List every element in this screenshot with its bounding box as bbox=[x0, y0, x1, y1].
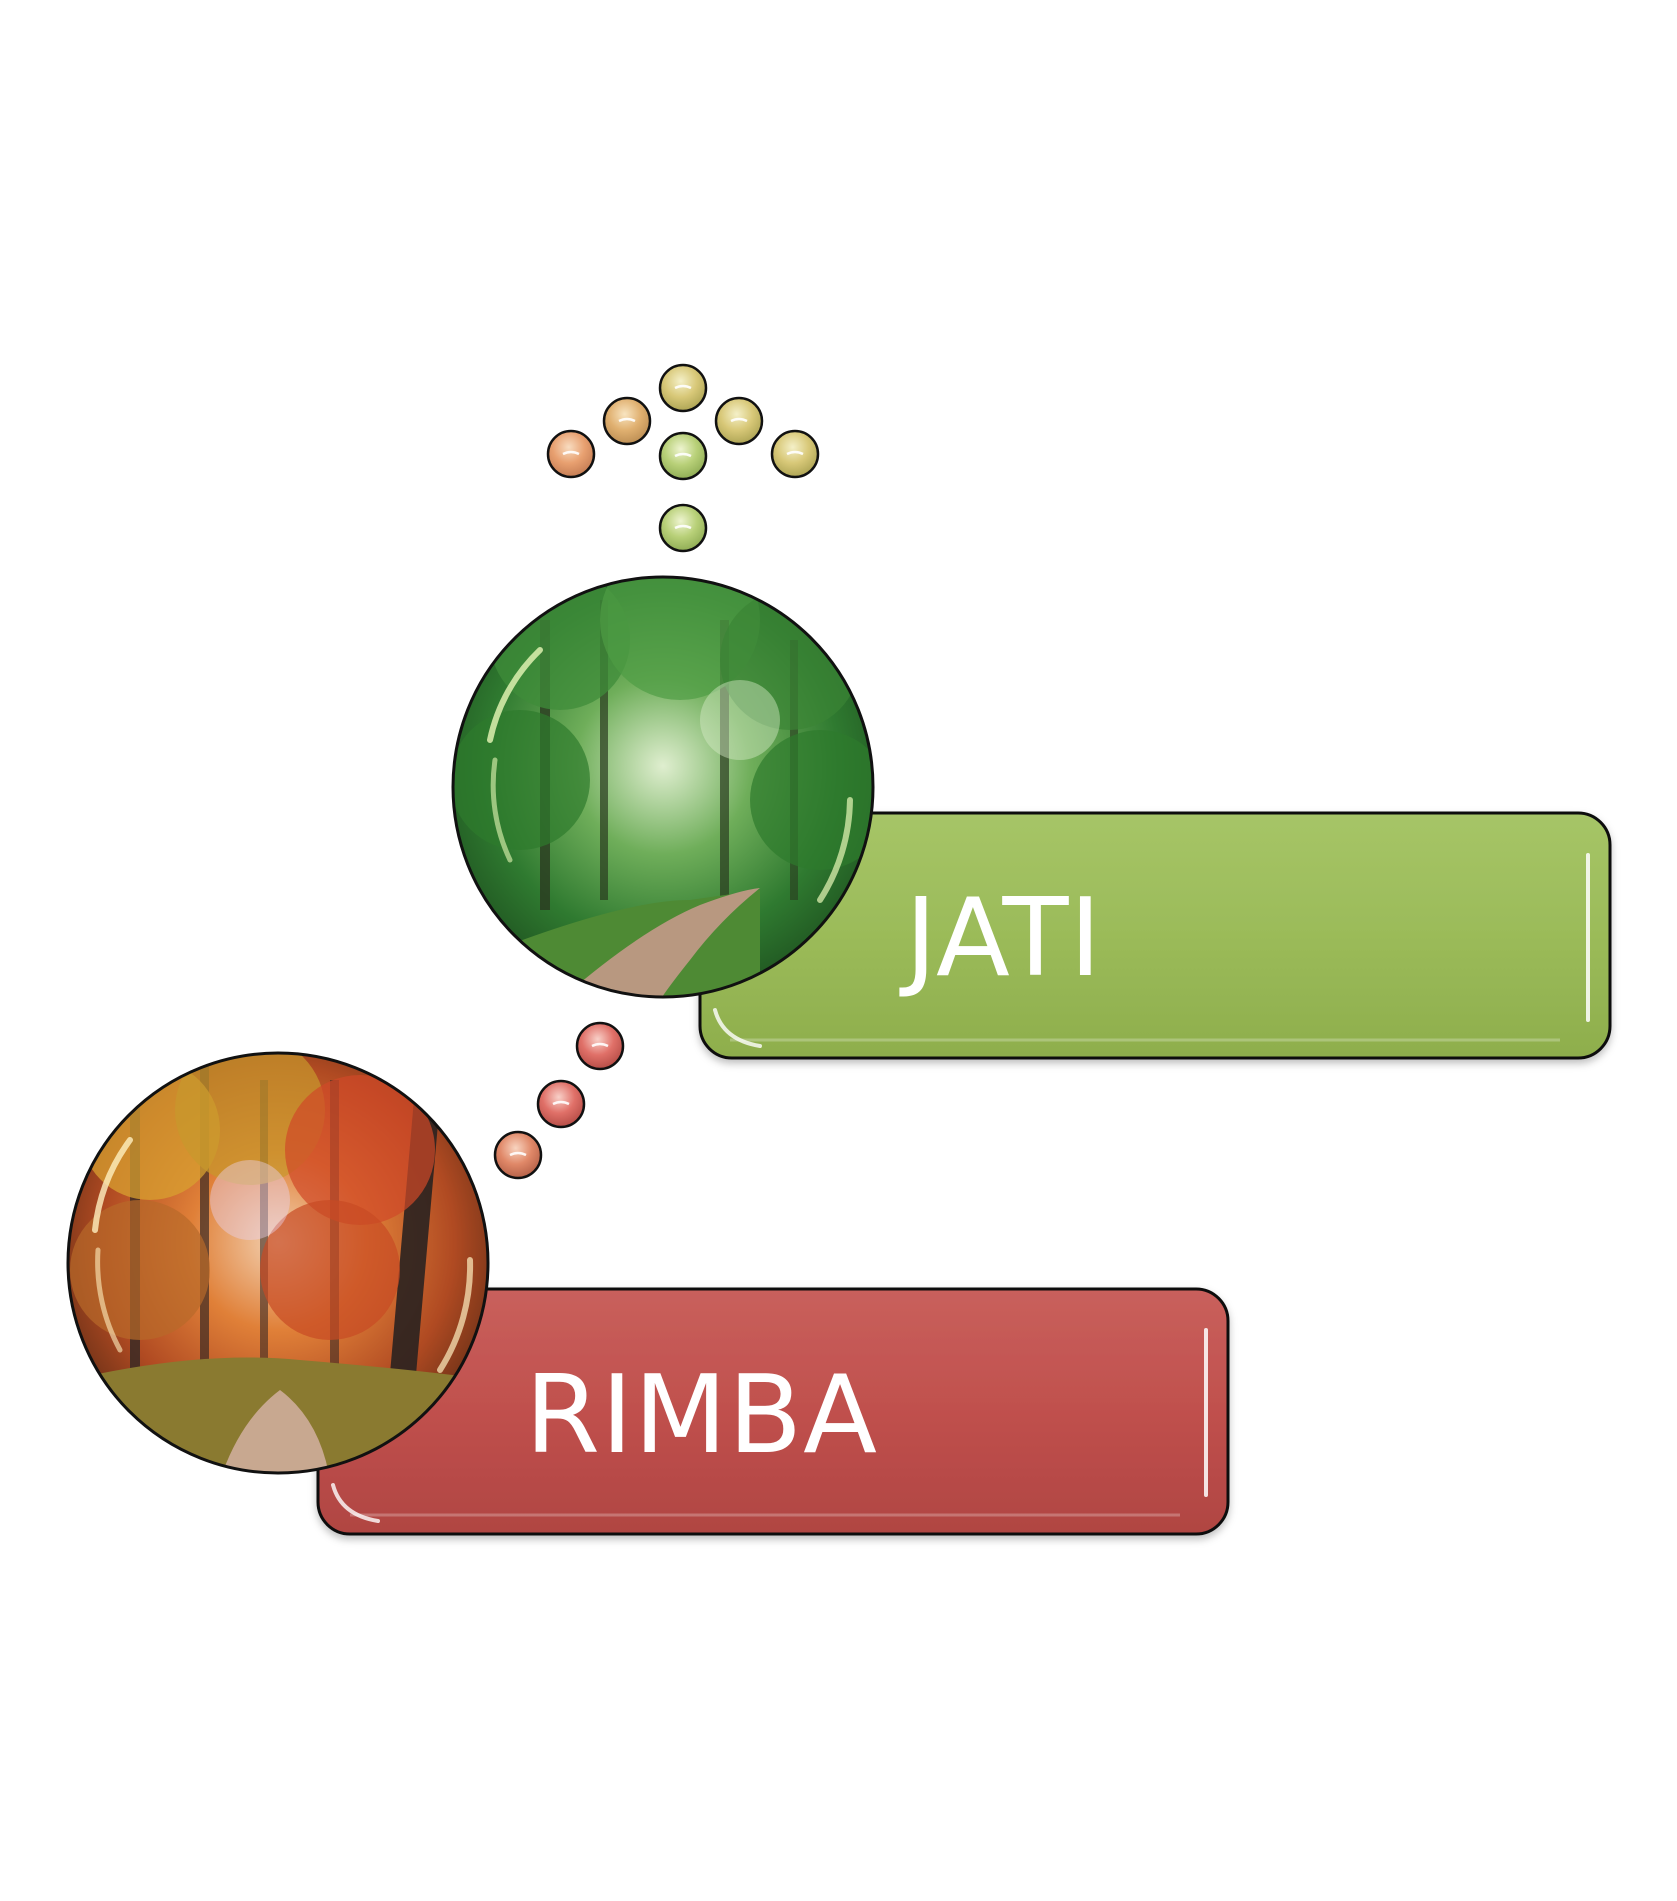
bead-arrow-stem-2 bbox=[658, 503, 708, 553]
bead-arrow-right-2 bbox=[770, 429, 820, 479]
jati-box bbox=[698, 811, 1612, 1060]
bead-arrow-stem-1 bbox=[658, 431, 708, 481]
bead-arrow-right-1 bbox=[714, 396, 764, 446]
bead-arrow-up bbox=[546, 363, 820, 553]
bead-connector bbox=[493, 1021, 625, 1180]
bead-arrow-tip bbox=[658, 363, 708, 413]
bead-arrow-left-1 bbox=[602, 396, 652, 446]
jati-label: JATI bbox=[905, 876, 1103, 1001]
bead-connector-2 bbox=[536, 1079, 586, 1129]
green-forest-path-photo bbox=[451, 575, 875, 999]
bead-connector-3 bbox=[493, 1130, 543, 1180]
bead-arrow-left-2 bbox=[546, 429, 596, 479]
autumn-forest-photo bbox=[66, 1051, 490, 1475]
rimba-label: RIMBA bbox=[525, 1353, 879, 1478]
bead-connector-1 bbox=[575, 1021, 625, 1071]
